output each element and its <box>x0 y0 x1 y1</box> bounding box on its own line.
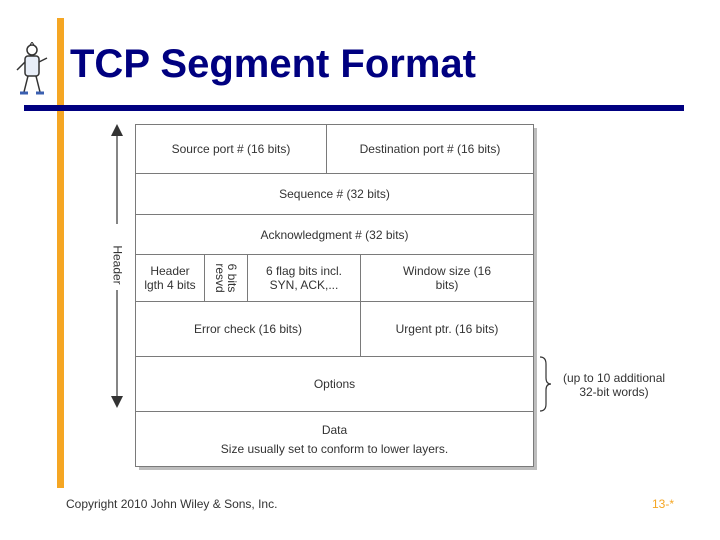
reserved-field: 6 bits resvd <box>204 254 248 302</box>
title-rule <box>24 105 684 111</box>
window-size-field: Window size (16 bits) <box>360 254 534 302</box>
urgent-ptr-field: Urgent ptr. (16 bits) <box>360 301 534 357</box>
sequence-field: Sequence # (32 bits) <box>135 173 534 215</box>
flags-field: 6 flag bits incl. SYN, ACK,... <box>247 254 361 302</box>
data-field-note: Size usually set to conform to lower lay… <box>220 441 449 456</box>
mascot-icon <box>16 42 48 95</box>
source-port-field: Source port # (16 bits) <box>135 124 327 174</box>
data-field: Data Size usually set to conform to lowe… <box>135 411 534 467</box>
copyright-footer: Copyright 2010 John Wiley & Sons, Inc. <box>66 497 278 511</box>
error-check-field: Error check (16 bits) <box>135 301 361 357</box>
header-label: Header <box>110 245 125 285</box>
data-field-title: Data <box>321 422 348 437</box>
page-number: 13-* <box>652 497 675 511</box>
header-length-field: Header lgth 4 bits <box>135 254 205 302</box>
destination-port-field: Destination port # (16 bits) <box>326 124 534 174</box>
page-title: TCP Segment Format <box>70 42 476 86</box>
options-brace <box>539 356 552 412</box>
options-note: (up to 10 additional 32-bit words) <box>562 371 666 399</box>
accent-bar <box>57 18 64 488</box>
acknowledgment-field: Acknowledgment # (32 bits) <box>135 214 534 255</box>
options-field: Options <box>135 356 534 412</box>
